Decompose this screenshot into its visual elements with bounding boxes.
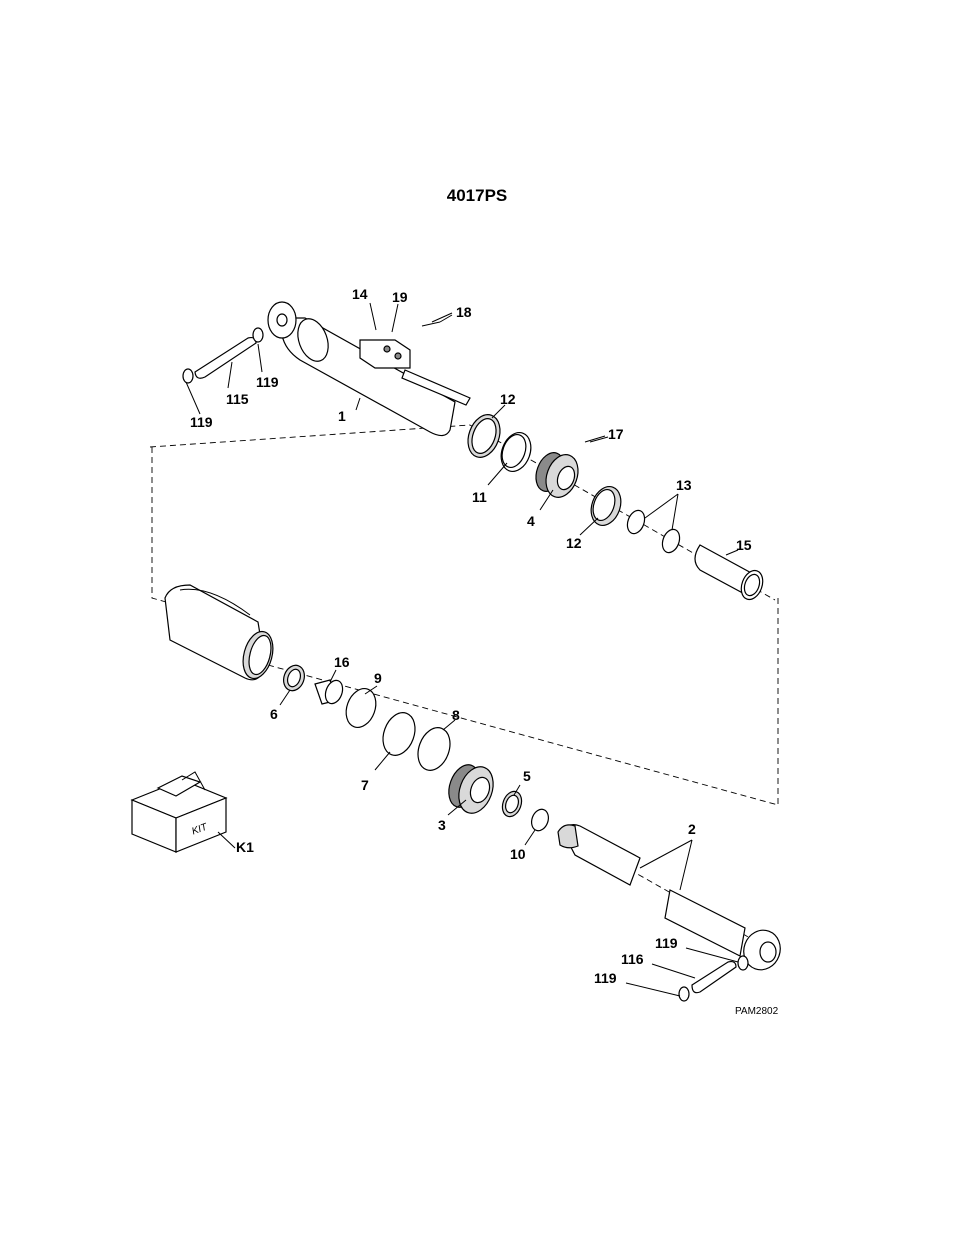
callout-119-d: 119	[594, 970, 617, 986]
callout-12-a: 12	[500, 391, 516, 407]
assembly-guide-lines	[150, 425, 780, 955]
callout-119-b: 119	[190, 414, 213, 430]
callout-17: 17	[608, 426, 624, 442]
callout-8: 8	[452, 707, 460, 723]
drawing-reference-number: PAM2802	[735, 1006, 779, 1017]
callout-2: 2	[688, 821, 696, 837]
callout-14: 14	[352, 286, 368, 302]
kit-box-icon: KIT	[132, 772, 226, 852]
callout-4: 4	[527, 513, 535, 529]
callout-3: 3	[438, 817, 446, 833]
barrel-continuation-part	[165, 585, 278, 682]
callout-1: 1	[338, 408, 346, 424]
callout-13: 13	[676, 477, 692, 493]
piston-3-part	[443, 761, 499, 818]
callout-119-c: 119	[655, 935, 678, 951]
callout-15: 15	[736, 537, 752, 553]
callout-7: 7	[361, 777, 369, 793]
callout-6: 6	[270, 706, 278, 722]
tube-15-part	[695, 545, 767, 603]
callout-119-a: 119	[256, 374, 279, 390]
callout-labels: 14 19 18 119 115 119 1 12 17 11 4 13 12 …	[190, 286, 752, 986]
callout-9: 9	[374, 670, 382, 686]
callout-18: 18	[456, 304, 472, 320]
callout-16: 16	[334, 654, 350, 670]
rings-row-2	[280, 662, 455, 774]
callout-115: 115	[226, 391, 249, 407]
callout-10: 10	[510, 846, 526, 862]
pin-115-part	[183, 328, 263, 383]
callout-12-b: 12	[566, 535, 582, 551]
piston-4-part	[531, 449, 584, 502]
rings-row-1	[462, 410, 536, 475]
callout-116: 116	[621, 951, 644, 967]
rings-5-10-part	[499, 789, 551, 833]
pin-116-part	[679, 956, 748, 1001]
callout-5: 5	[523, 768, 531, 784]
ring-12-lower	[586, 482, 626, 529]
rings-13-part	[624, 508, 682, 555]
part-18-screw	[422, 315, 452, 326]
callout-11: 11	[472, 489, 487, 505]
piston-rod-2-part	[558, 825, 786, 975]
callout-19: 19	[392, 289, 408, 305]
callout-k1: K1	[236, 839, 254, 855]
